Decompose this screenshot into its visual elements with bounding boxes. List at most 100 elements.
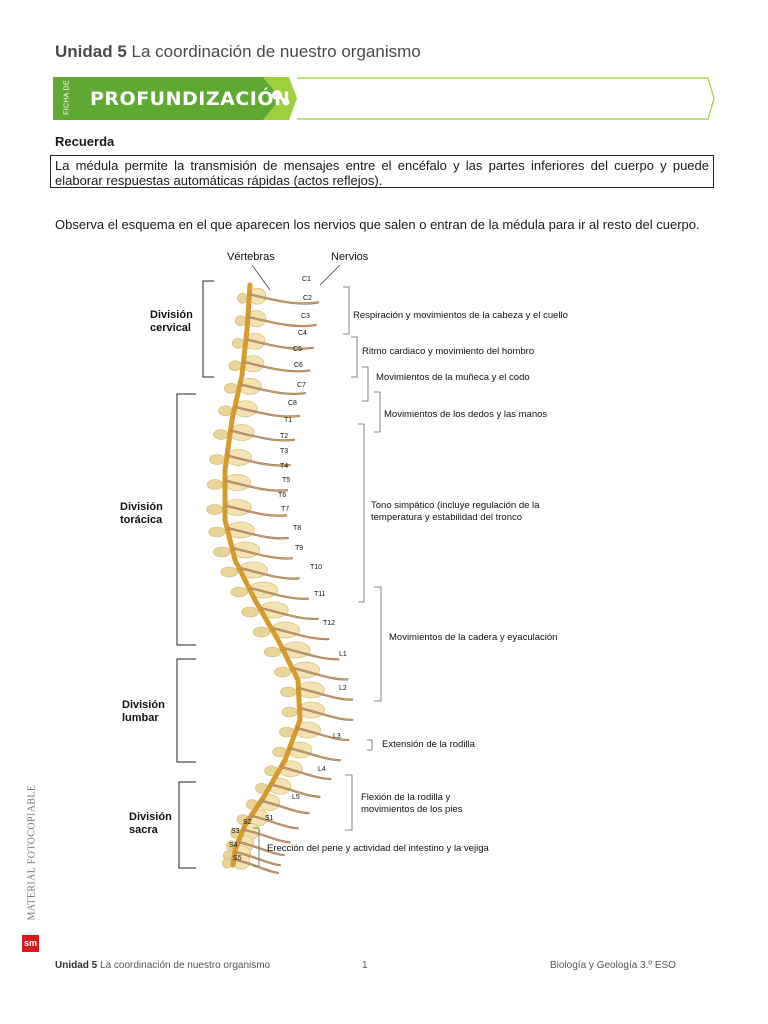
vertebral-column	[206, 282, 354, 875]
nerve-label: C1	[302, 276, 311, 283]
nerve-highlight	[237, 841, 285, 856]
nerve-highlight	[282, 647, 340, 660]
vertebra-process	[237, 292, 249, 304]
vertebra-process	[224, 382, 238, 394]
function-label: temperatura y estabilidad del tronco	[371, 512, 523, 523]
nerve-label: C8	[288, 400, 297, 407]
vertebra-process	[213, 429, 229, 440]
label-vertebras: Vértebras	[227, 251, 275, 263]
nerve-highlight	[272, 627, 330, 640]
nerve-label: S2	[243, 819, 252, 826]
nerve-label: T8	[293, 525, 302, 532]
nerve-label: C6	[294, 362, 303, 369]
nerve-highlight	[249, 293, 319, 304]
nerve-highlight	[243, 361, 311, 372]
nerve-highlight	[239, 383, 306, 395]
nerve-label: T9	[295, 545, 304, 552]
footer-subject: Biología y Geología 3.º ESO	[550, 960, 676, 971]
vertebra-process	[241, 606, 259, 618]
vertebra-process	[206, 479, 224, 490]
function-label: Movimientos de la muñeca y el codo	[376, 372, 530, 383]
vertebra-process	[218, 405, 233, 417]
sm-logo: sm	[22, 935, 39, 952]
nerve-highlight	[234, 851, 281, 866]
nerve-label: L3	[333, 733, 341, 740]
nerve-highlight	[224, 480, 288, 492]
vertebra-process	[213, 546, 231, 558]
vertebra	[296, 681, 325, 699]
function-label: movimientos de los pies	[361, 804, 463, 815]
nerve-label: T4	[280, 463, 289, 470]
spinal-cord	[222, 282, 303, 868]
nerve-label: T6	[278, 492, 287, 499]
nerve-highlight	[279, 766, 332, 780]
nerve-label: T12	[323, 620, 336, 627]
nerve-highlight	[224, 505, 288, 517]
vertebra-process	[234, 315, 247, 327]
nerve-label: S3	[231, 828, 240, 835]
function-label: Movimientos de la cadera y eyaculación	[389, 632, 558, 643]
nerve-label: C4	[298, 330, 307, 337]
nerve-highlight	[288, 747, 341, 761]
label-nervios: Nervios	[331, 251, 369, 263]
nerve-highlight	[245, 338, 314, 350]
nerve-highlight	[234, 406, 300, 417]
footer-page-number: 1	[362, 960, 368, 971]
nerve-label: T11	[314, 591, 326, 598]
function-brackets	[253, 286, 382, 867]
nerve-label: S4	[229, 842, 238, 849]
nerve-label: T2	[280, 433, 289, 440]
nerve-label: T7	[281, 506, 290, 513]
nerve-highlight	[226, 455, 291, 466]
nerve-label: S1	[265, 815, 274, 822]
nerve-highlight	[249, 587, 309, 600]
vertebra-process	[230, 586, 248, 598]
nerve-label: L2	[339, 685, 347, 692]
vertebra-process	[208, 526, 226, 538]
vertebra-process	[280, 686, 297, 698]
nerve-highlight	[230, 430, 295, 441]
nerve-highlight	[298, 687, 354, 701]
nerve-highlight	[249, 815, 299, 829]
nerve-label: C5	[293, 346, 302, 353]
nerve-highlight	[296, 727, 350, 741]
function-label: Ritmo cardiaco y movimiento del hombro	[362, 346, 535, 357]
unit-title: La coordinación de nuestro organismo	[131, 42, 421, 61]
function-label: Extensión de la rodilla	[382, 739, 475, 750]
nerve-highlight	[299, 707, 354, 721]
banner	[53, 77, 715, 120]
nerve-label: T10	[310, 564, 323, 571]
side-text: MATERIAL FOTOCOPIABLE	[26, 784, 38, 921]
nerve-label: C7	[297, 382, 306, 389]
nerve-highlight	[227, 527, 289, 539]
function-label: Respiración y movimientos de la cabeza y…	[353, 310, 568, 321]
vertebra-process	[281, 706, 298, 718]
nerve-label: T3	[280, 448, 289, 455]
vertebra-process	[231, 337, 245, 349]
vertebra-process	[220, 566, 238, 578]
footer-unit: Unidad 5 La coordinación de nuestro orga…	[55, 960, 271, 971]
nerve-label: C2	[303, 295, 312, 302]
function-label: Flexión de la rodilla y	[361, 792, 451, 803]
nerve-label: T1	[284, 417, 293, 424]
vertebra-process	[252, 626, 271, 638]
vertebra-process	[274, 666, 291, 678]
unit-header: Unidad 5 La coordinación de nuestro orga…	[55, 42, 421, 62]
nerve-label: L4	[318, 766, 326, 773]
recuerda-box: La médula permite la transmisión de mens…	[50, 155, 714, 188]
nerve-label: S5	[233, 855, 242, 862]
nerve-highlight	[242, 828, 291, 843]
banner-title: PROFUNDIZACIÓN	[90, 88, 291, 110]
division-brackets	[176, 280, 214, 869]
function-label: Erección del pene y actividad del intest…	[267, 843, 489, 854]
nerve-highlight	[239, 567, 300, 580]
recuerda-heading: Recuerda	[55, 134, 115, 149]
nerve-highlight	[259, 800, 310, 814]
intro-text: Observa el esquema en el que aparecen lo…	[55, 217, 700, 232]
function-label: Tono simpático (incluye regulación de la	[371, 500, 540, 511]
nerve-highlight	[232, 547, 293, 559]
